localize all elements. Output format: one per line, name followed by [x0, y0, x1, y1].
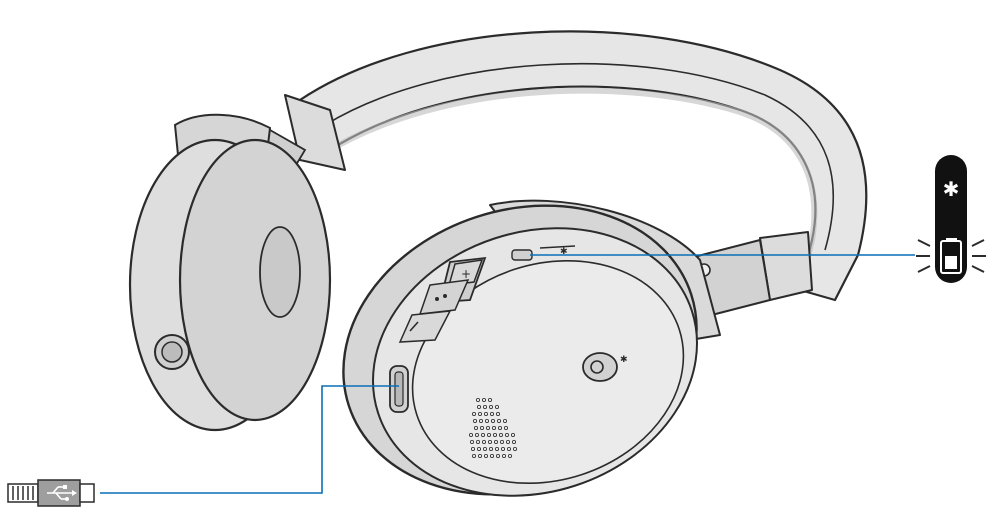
grille-hole — [485, 425, 490, 430]
aux-jack[interactable] — [154, 334, 190, 370]
grille-hole — [489, 411, 494, 416]
grille-hole — [477, 411, 482, 416]
plus-icon: + — [461, 267, 471, 281]
grille-hole — [510, 432, 515, 437]
grille-hole — [491, 425, 496, 430]
grille-hole — [487, 397, 492, 402]
grille-hole — [500, 446, 505, 451]
grille-hole — [501, 453, 506, 458]
grille-hole — [490, 418, 495, 423]
grille-hole — [498, 432, 503, 437]
grille-hole — [484, 418, 489, 423]
grille-hole — [507, 453, 512, 458]
grille-hole — [478, 418, 483, 423]
grille-hole — [495, 453, 500, 458]
grille-hole — [473, 425, 478, 430]
grille-hole — [482, 446, 487, 451]
usb-callout — [7, 385, 399, 507]
grille-hole — [480, 432, 485, 437]
grille-hole — [476, 404, 481, 409]
grille-hole — [488, 404, 493, 409]
blink-rays-right — [971, 239, 986, 273]
grille-hole — [503, 425, 508, 430]
grille-hole — [512, 439, 517, 444]
grille-hole — [471, 411, 476, 416]
grille-hole — [481, 439, 486, 444]
power-switch[interactable]: ✱ — [582, 352, 628, 382]
usb-callout-line — [100, 385, 399, 494]
control-buttons: + — [398, 256, 487, 343]
grille-hole — [488, 446, 493, 451]
grille-hole — [483, 411, 488, 416]
headband-shade — [328, 87, 818, 291]
grille-hole — [497, 425, 502, 430]
grille-hole — [494, 404, 499, 409]
headband-inner-edge — [324, 62, 835, 251]
status-led: ✱ — [511, 245, 576, 261]
grille-hole — [470, 446, 475, 451]
grille-hole — [482, 404, 487, 409]
grille-hole — [469, 439, 474, 444]
grille-hole — [483, 453, 488, 458]
grille-hole — [499, 439, 504, 444]
grille-hole — [475, 397, 480, 402]
grille-hole — [495, 411, 500, 416]
battery-icon — [940, 238, 962, 274]
grille-hole — [487, 439, 492, 444]
grille-hole — [472, 418, 477, 423]
grille-hole — [502, 418, 507, 423]
dot-icon — [443, 294, 447, 298]
status-callout: ✱ — [530, 155, 986, 283]
right-slider — [689, 231, 813, 319]
volume-up-button[interactable] — [447, 259, 484, 286]
grille-hole — [476, 446, 481, 451]
grille-hole — [477, 453, 482, 458]
bluetooth-small-icon: ✱ — [560, 247, 568, 257]
grille-hole — [471, 453, 476, 458]
grille-hole — [489, 453, 494, 458]
bluetooth-tiny-icon: ✱ — [620, 355, 628, 365]
minus-icon — [409, 321, 419, 332]
speaker-grille — [468, 397, 518, 458]
volume-down-button[interactable] — [398, 310, 452, 343]
grille-hole — [481, 397, 486, 402]
usb-c-port[interactable] — [389, 365, 409, 413]
grille-hole — [494, 446, 499, 451]
grille-hole — [493, 439, 498, 444]
bluetooth-icon: ✱ — [943, 177, 960, 201]
grille-hole — [505, 439, 510, 444]
grille-hole — [486, 432, 491, 437]
grille-hole — [504, 432, 509, 437]
dot-icon — [435, 297, 439, 301]
right-earcup: + ✱ ✱ — [342, 199, 721, 497]
grille-hole — [496, 418, 501, 423]
grille-hole — [474, 432, 479, 437]
blink-rays-left — [916, 239, 931, 273]
grille-hole — [479, 425, 484, 430]
usb-symbol-icon — [47, 485, 77, 501]
grille-hole — [492, 432, 497, 437]
indicator-panel — [935, 155, 967, 283]
grille-hole — [475, 439, 480, 444]
power-icon — [590, 360, 604, 374]
left-earcup — [128, 138, 332, 432]
grille-hole — [506, 446, 511, 451]
grille-hole — [468, 432, 473, 437]
grille-hole — [513, 446, 518, 451]
